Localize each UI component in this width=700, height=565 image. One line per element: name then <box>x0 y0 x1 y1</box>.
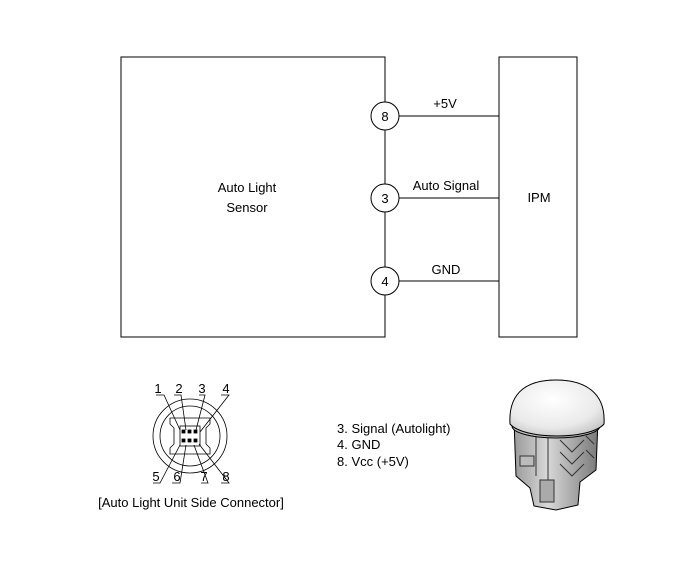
connector-caption: [Auto Light Unit Side Connector] <box>98 495 284 510</box>
connector-pin-label-3: 3 <box>198 381 205 396</box>
connector-pin-label-6: 6 <box>173 469 180 484</box>
pin-legend: 3. Signal (Autolight) 4. GND 8. Vcc (+5V… <box>337 421 450 469</box>
connector-pin-label-8: 8 <box>222 469 229 484</box>
connector-pin-label-5: 5 <box>152 469 159 484</box>
wiring-section: Auto Light Sensor IPM 8 3 4 +5V Auto Sig… <box>120 56 578 338</box>
connector-pin-label-1: 1 <box>154 381 161 396</box>
wire-label-auto-signal: Auto Signal <box>413 178 480 193</box>
ipm-box <box>498 56 578 338</box>
sensor-box <box>120 56 386 338</box>
connector-pin-label-4: 4 <box>222 381 229 396</box>
pin-circle-8: 8 <box>370 101 400 131</box>
pin-legend-item-8: 8. Vcc (+5V) <box>337 454 409 469</box>
pin-legend-item-4: 4. GND <box>337 437 380 452</box>
sensor-product-illustration <box>509 379 605 511</box>
connector-pin-label-2: 2 <box>175 381 182 396</box>
wire-label-gnd: GND <box>432 262 461 277</box>
sensor-label-line2: Sensor <box>226 200 268 215</box>
sensor-label-line1: Auto Light <box>218 180 277 195</box>
pin-number-4: 4 <box>381 274 388 289</box>
pin-circle-4: 4 <box>370 266 400 296</box>
pin-number-3: 3 <box>381 191 388 206</box>
pin-legend-item-3: 3. Signal (Autolight) <box>337 421 450 436</box>
connector-face-drawing <box>152 394 230 484</box>
wire-label-5v: +5V <box>433 96 457 111</box>
pin-circle-3: 3 <box>370 183 400 213</box>
pin-number-8: 8 <box>381 109 388 124</box>
ipm-label: IPM <box>527 190 550 205</box>
connector-pin-label-7: 7 <box>200 469 207 484</box>
